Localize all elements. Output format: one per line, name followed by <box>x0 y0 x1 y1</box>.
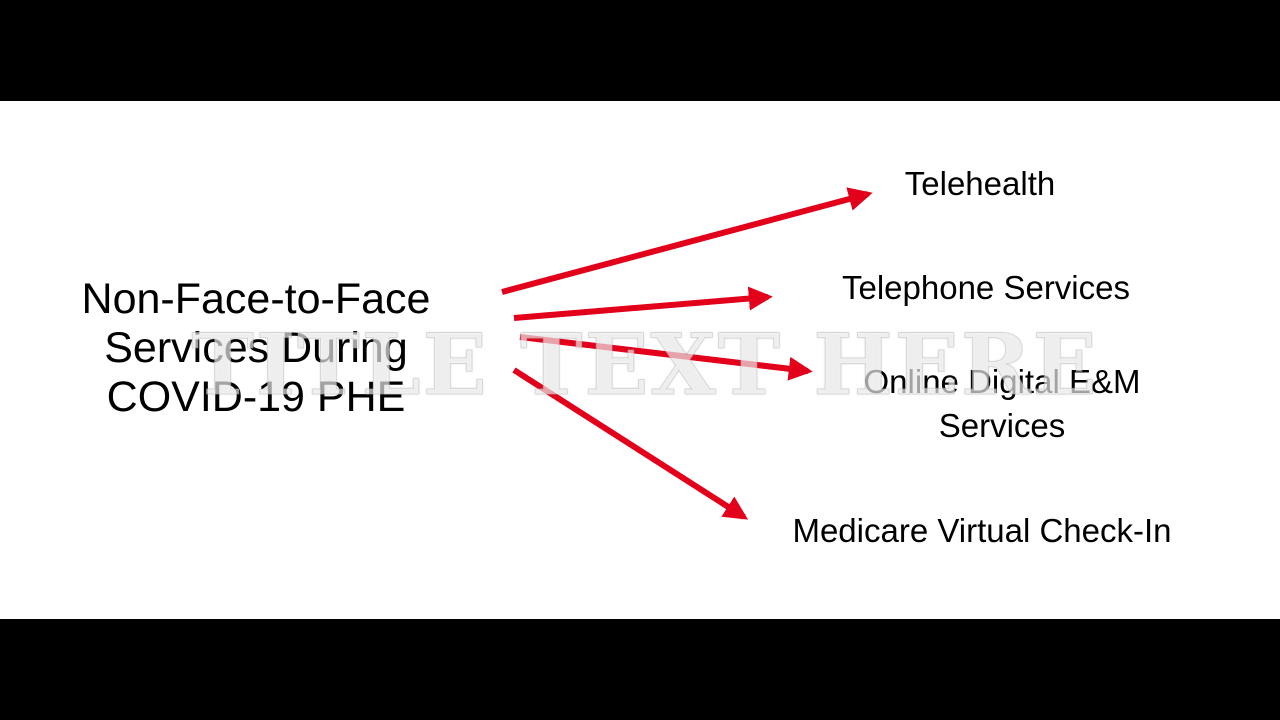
target-medicare-virtual-check-in: Medicare Virtual Check-In <box>792 512 1172 549</box>
arrow-to-medicare-virtual-check-in <box>512 367 749 520</box>
arrows <box>501 187 873 520</box>
source-node: Non-Face-to-Face Services During COVID-1… <box>81 275 431 421</box>
target-telephone-services: Telephone Services <box>841 269 1130 306</box>
target-telehealth: Telehealth <box>904 165 1056 202</box>
arrow-to-telehealth <box>501 187 873 295</box>
arrow-to-telephone-services <box>513 286 773 321</box>
letterbox-top <box>0 0 1280 101</box>
letterbox-bottom <box>0 619 1280 720</box>
slide: Non-Face-to-Face Services During COVID-1… <box>0 101 1280 619</box>
target-online-digital-em-services: Online Digital E&M Services <box>863 363 1141 444</box>
arrow-to-online-digital-em-services <box>519 334 813 381</box>
